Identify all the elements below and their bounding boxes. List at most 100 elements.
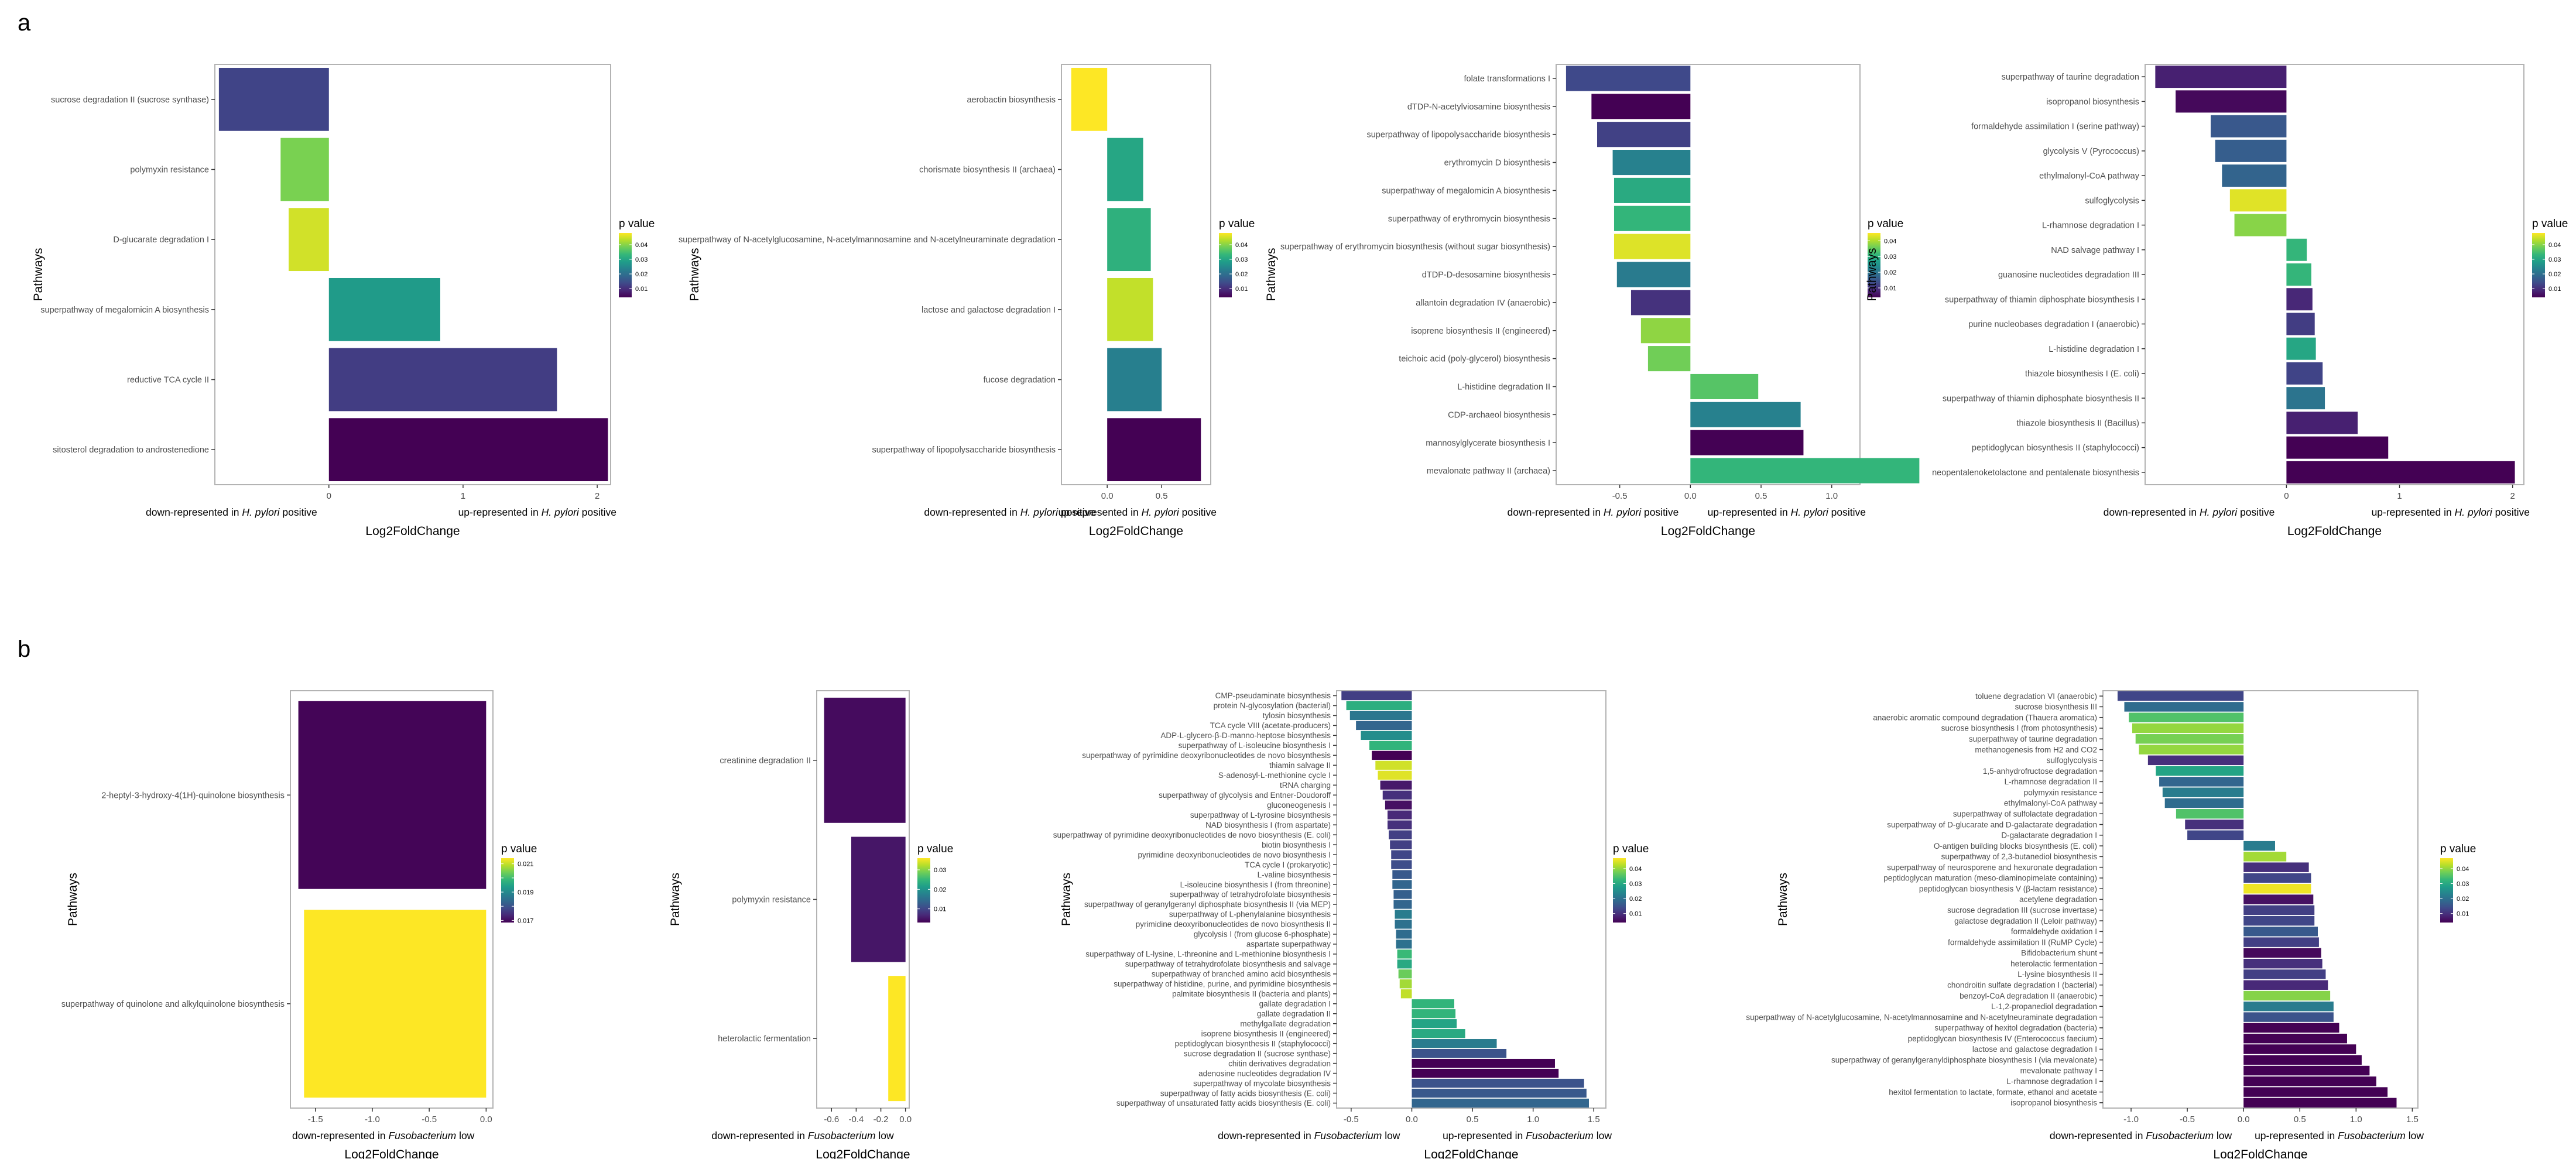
bar bbox=[328, 348, 557, 412]
bar bbox=[289, 208, 329, 272]
bar bbox=[1388, 820, 1412, 829]
down-represented-label: down-represented in Fusobacterium low bbox=[1218, 1130, 1400, 1141]
up-label-organism: H. pylori bbox=[2455, 506, 2493, 518]
bar bbox=[2243, 958, 2322, 969]
legend-tick-label: 0.03 bbox=[2457, 880, 2469, 887]
y-axis-title: Pathways bbox=[669, 873, 682, 926]
up-label-prefix: up-represented in bbox=[2372, 506, 2455, 518]
bar bbox=[2243, 948, 2321, 958]
bar bbox=[1412, 1039, 1497, 1048]
bar bbox=[1107, 138, 1143, 201]
x-tick-label: -0.6 bbox=[824, 1115, 839, 1124]
bar bbox=[1349, 711, 1412, 721]
x-tick-label: 1.5 bbox=[2406, 1115, 2419, 1124]
down-label-organism: Fusobacterium bbox=[2146, 1130, 2214, 1141]
category-label: formaldehyde assimilation II (RuMP Cycle… bbox=[1948, 938, 2097, 947]
bar bbox=[2243, 1044, 2356, 1054]
bar bbox=[2286, 313, 2315, 335]
chart-4: superpathway of taurine degradationisopr… bbox=[1865, 64, 2568, 538]
bar bbox=[2129, 712, 2244, 722]
bar bbox=[2286, 461, 2515, 484]
category-label: aspartate superpathway bbox=[1246, 940, 1331, 949]
x-axis-title: Log2FoldChange bbox=[2213, 1148, 2307, 1159]
bar bbox=[1614, 234, 1691, 259]
category-label: superpathway of tetrahydrofolate biosynt… bbox=[1170, 890, 1331, 899]
bar bbox=[1375, 760, 1412, 770]
x-axis-title: Log2FoldChange bbox=[1661, 524, 1755, 538]
category-label: L-lysine biosynthesis II bbox=[2017, 970, 2097, 979]
down-represented-label: down-represented in Fusobacterium low bbox=[292, 1130, 475, 1141]
bar bbox=[1391, 860, 1412, 869]
category-label: toluene degradation VI (anaerobic) bbox=[1975, 692, 2097, 701]
x-tick-label: 0 bbox=[327, 491, 331, 501]
down-label-suffix: positive bbox=[1058, 506, 1095, 518]
bar bbox=[2243, 980, 2328, 990]
up-label-suffix: low bbox=[1594, 1130, 1612, 1141]
down-label-organism: H. pylori bbox=[2200, 506, 2238, 518]
bar bbox=[2243, 990, 2331, 1001]
x-tick-label: -1.0 bbox=[365, 1115, 380, 1124]
category-label: methanogenesis from H2 and CO2 bbox=[1975, 745, 2097, 754]
bar bbox=[1647, 346, 1691, 372]
category-label: superpathway of thiamin diphosphate bios… bbox=[1945, 295, 2139, 304]
legend-title: p value bbox=[2440, 843, 2476, 855]
x-tick-label: 0.5 bbox=[1755, 491, 1767, 501]
category-label: glycolysis V (Pyrococcus) bbox=[2043, 147, 2139, 156]
bar bbox=[1385, 800, 1412, 810]
category-label: 1,5-anhydrofructose degradation bbox=[1983, 767, 2097, 776]
bar bbox=[1356, 721, 1412, 731]
bar bbox=[2159, 777, 2244, 787]
category-label: creatinine degradation II bbox=[720, 756, 811, 766]
category-label: superpathway of geranylgeranyldiphosphat… bbox=[1831, 1055, 2097, 1064]
bar bbox=[2124, 702, 2244, 712]
category-label: polymyxin resistance bbox=[2024, 788, 2097, 797]
bar bbox=[1412, 999, 1454, 1009]
category-label: superpathway of N-acetylglucosamine, N-a… bbox=[679, 235, 1056, 245]
category-label: allantoin degradation IV (anaerobic) bbox=[1416, 299, 1550, 308]
category-label: mevalonate pathway I bbox=[2020, 1067, 2097, 1075]
category-label: protein N-glycosylation (bacterial) bbox=[1214, 701, 1331, 710]
x-tick-label: 1 bbox=[2397, 491, 2402, 501]
bar bbox=[1690, 458, 1920, 484]
category-label: L-rhamnose degradation II bbox=[2005, 777, 2097, 786]
legend-tick-label: 0.02 bbox=[635, 271, 648, 278]
legend-tick-label: 0.019 bbox=[518, 889, 534, 896]
down-represented-label: down-represented in Fusobacterium low bbox=[2050, 1130, 2232, 1141]
category-label: superpathway of tetrahydrofolate biosynt… bbox=[1125, 960, 1331, 969]
category-label: superpathway of N-acetylglucosamine, N-a… bbox=[1746, 1013, 2097, 1021]
legend-tick-label: 0.021 bbox=[518, 861, 534, 868]
legend-tick-label: 0.03 bbox=[635, 256, 648, 263]
bar bbox=[1393, 890, 1412, 899]
legend-tick-label: 0.04 bbox=[2548, 242, 2561, 249]
y-axis-title: Pathways bbox=[32, 248, 45, 301]
legend-tick-label: 0.017 bbox=[518, 917, 534, 924]
category-label: NAD biosynthesis I (from aspartate) bbox=[1205, 821, 1331, 829]
bar bbox=[1412, 1098, 1589, 1108]
bar bbox=[1107, 277, 1153, 341]
legend-tick-label: 0.04 bbox=[635, 242, 648, 249]
category-label: ethylmalonyl-CoA pathway bbox=[2039, 172, 2140, 181]
plot-area bbox=[1336, 690, 1606, 1109]
category-label: Bifidobacterium shunt bbox=[2021, 949, 2097, 958]
bar bbox=[2187, 830, 2244, 841]
x-tick-label: -1.5 bbox=[308, 1115, 323, 1124]
down-represented-label: down-represented in Fusobacterium low bbox=[711, 1130, 894, 1141]
category-label: isoprene biosynthesis II (engineered) bbox=[1411, 327, 1550, 336]
bar bbox=[2243, 883, 2311, 894]
category-label: anaerobic aromatic compound degradation … bbox=[1873, 713, 2097, 722]
down-represented-label: down-represented in H. pylori positive bbox=[924, 506, 1095, 518]
bar bbox=[1382, 790, 1412, 800]
y-axis-title: Pathways bbox=[1060, 873, 1073, 926]
legend-title: p value bbox=[2532, 218, 2568, 230]
legend-tick-label: 0.04 bbox=[1629, 866, 1642, 873]
x-tick-label: -0.2 bbox=[873, 1115, 889, 1124]
category-label: superpathway of fatty acids biosynthesis… bbox=[1160, 1089, 1331, 1098]
category-label: peptidoglycan biosynthesis V (β-lactam r… bbox=[1919, 884, 2097, 893]
bar bbox=[1369, 740, 1412, 750]
bar bbox=[2243, 1002, 2334, 1011]
category-label: thiazole biosynthesis I (E. coli) bbox=[2025, 369, 2139, 379]
bar bbox=[280, 138, 329, 201]
